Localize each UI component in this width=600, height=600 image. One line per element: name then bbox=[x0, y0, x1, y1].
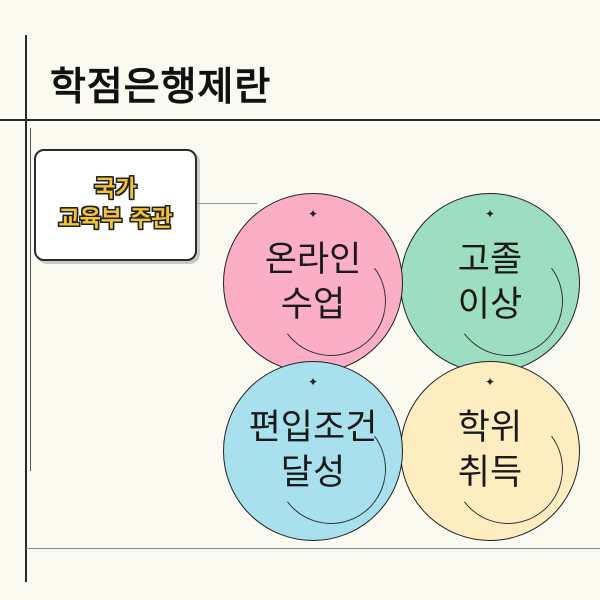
circle-label-line-1: 온라인 bbox=[264, 239, 362, 280]
circle-degree: ✦ 학위 취득 bbox=[400, 361, 580, 541]
badge-line-1: 국가 bbox=[94, 176, 137, 203]
inner-vertical-rule bbox=[30, 128, 31, 471]
badge-connector-line bbox=[197, 203, 257, 204]
circle-high-school: ✦ 고졸 이상 bbox=[400, 193, 580, 373]
circle-label-line-2: 취득 bbox=[457, 453, 523, 493]
badge-line-2: 교육부 주관 bbox=[58, 206, 173, 232]
circle-online-class: ✦ 온라인 수업 bbox=[223, 193, 403, 373]
circle-label-line-1: 학위 bbox=[457, 407, 523, 448]
sparkle-icon: ✦ bbox=[307, 207, 319, 221]
circle-label-line-2: 수업 bbox=[280, 285, 346, 325]
circle-label-line-1: 고졸 bbox=[457, 239, 523, 280]
sparkle-icon: ✦ bbox=[307, 375, 319, 389]
sparkle-icon: ✦ bbox=[484, 375, 496, 389]
page-title: 학점은행제란 bbox=[50, 65, 272, 110]
left-vertical-rule bbox=[25, 35, 27, 582]
circle-label-line-1: 편입조건 bbox=[248, 407, 378, 448]
circle-label-line-2: 달성 bbox=[280, 453, 346, 493]
circle-transfer-condition: ✦ 편입조건 달성 bbox=[223, 361, 403, 541]
title-underline bbox=[0, 119, 600, 121]
government-badge: 국가 교육부 주관 bbox=[34, 149, 197, 261]
bottom-rule bbox=[26, 548, 600, 549]
circle-label-line-2: 이상 bbox=[457, 285, 523, 325]
sparkle-icon: ✦ bbox=[484, 207, 496, 221]
